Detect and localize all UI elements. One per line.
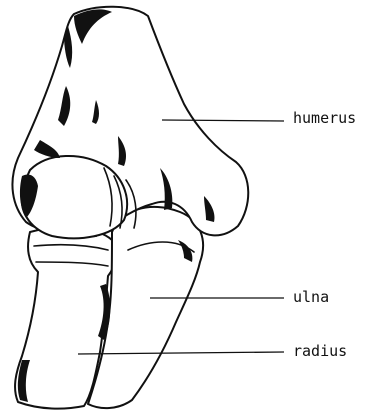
label-ulna: ulna <box>293 290 329 305</box>
label-radius: radius <box>293 344 347 359</box>
humerus-bone <box>12 7 248 239</box>
label-humerus: humerus <box>293 111 356 126</box>
